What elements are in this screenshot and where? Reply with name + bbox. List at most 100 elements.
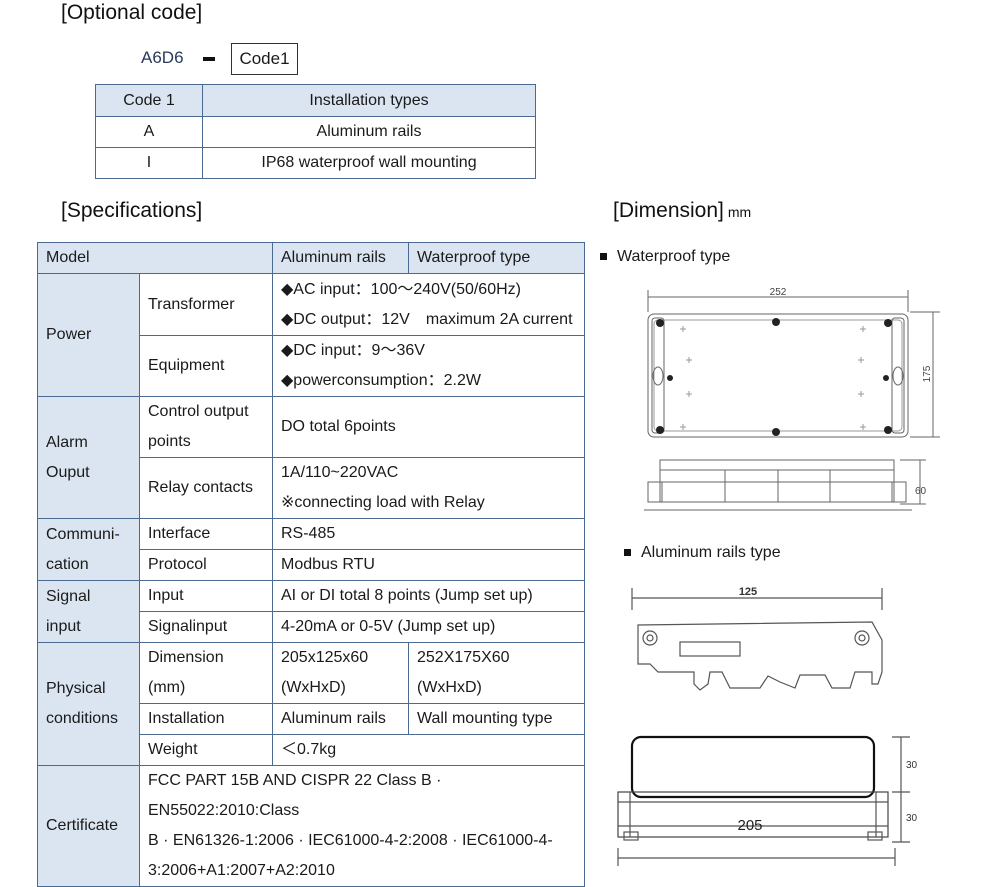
label-line: Alarm — [46, 433, 88, 451]
table-row: Relay contacts 1A/110~220VAC ※connecting… — [38, 457, 585, 519]
alarm-output-label: Alarm Ouput — [37, 396, 140, 519]
waterproof-depth-value: 60 — [915, 486, 927, 497]
code-dash — [203, 57, 215, 61]
physical-conditions-label: Physical conditions — [37, 642, 140, 766]
table-row: Signalinput 4-20mA or 0-5V (Jump set up) — [38, 611, 585, 643]
communication-label: Communi- cation — [37, 518, 140, 581]
certificate-value: FCC PART 15B AND CISPR 22 Class B · EN55… — [139, 765, 585, 887]
dimension-label: Dimension (mm) — [139, 642, 273, 704]
aluminum-depth-top-value: 30 — [906, 760, 918, 771]
spec-line: ◆DC output：12V maximum 2A current — [281, 310, 573, 328]
power-label: Power — [37, 273, 140, 397]
spec-line: 252X175X60 — [417, 649, 510, 666]
input-value: AI or DI total 8 points (Jump set up) — [272, 580, 585, 612]
transformer-label: Transformer — [139, 273, 273, 336]
label-line: points — [148, 433, 191, 450]
spec-line: 3:2006+A1:2007+A2:2010 — [148, 862, 335, 879]
table-row: Installation Aluminum rails Wall mountin… — [38, 703, 585, 735]
installation-types-table: Code 1 Installation types A Aluminum rai… — [95, 84, 536, 179]
code-prefix: A6D6 — [141, 48, 184, 67]
table-row: I IP68 waterproof wall mounting — [95, 147, 536, 179]
installation-waterproof-value: Wall mounting type — [408, 703, 585, 735]
table-row: Power Transformer ◆AC input：100～240V(50/… — [37, 273, 585, 397]
installation-aluminum-value: Aluminum rails — [272, 703, 409, 735]
certificate-label: Certificate — [37, 765, 140, 887]
table-row: Protocol Modbus RTU — [38, 549, 585, 581]
label-line: Signal — [46, 587, 91, 605]
aluminum-depth-bottom-value: 30 — [906, 813, 918, 824]
label-line: Ouput — [46, 463, 90, 481]
table-row: Alarm Ouput Control output points DO tot… — [37, 396, 585, 519]
table-cell: A — [95, 116, 203, 148]
protocol-value: Modbus RTU — [272, 549, 585, 581]
specifications-heading: [Specifications] — [61, 199, 203, 222]
bullet-square-icon — [600, 253, 607, 261]
spec-line: (WxHxD) — [417, 679, 482, 696]
control-output-value: DO total 6points — [272, 396, 585, 458]
dimension-heading: [Dimension]mm — [613, 199, 751, 223]
spec-line: ◆DC input：9～36V — [281, 342, 425, 359]
code-box: Code1 — [231, 43, 298, 75]
optional-code-heading: [Optional code] — [61, 1, 203, 24]
table-header-row: Code 1 Installation types — [95, 84, 536, 117]
interface-label: Interface — [139, 518, 273, 550]
label-line: Control output — [148, 403, 249, 420]
bullet-square-icon — [624, 549, 631, 557]
rail-profile — [637, 621, 883, 691]
relay-contacts-value: 1A/110~220VAC ※connecting load with Rela… — [272, 457, 585, 519]
aluminum-rails-type-text: Aluminum rails type — [641, 544, 781, 561]
waterproof-type-text: Waterproof type — [617, 248, 731, 265]
spec-line: (WxHxD) — [281, 679, 346, 696]
spec-line: ◆AC input：100～240V(50/60Hz) — [281, 280, 521, 298]
table-header-row: Model Aluminum rails Waterproof type — [37, 242, 585, 274]
label-line: conditions — [46, 710, 119, 727]
installation-label: Installation — [139, 703, 273, 735]
equipment-value: ◆DC input：9～36V ◆powerconsumption：2.2W — [272, 335, 585, 397]
label-line: Physical — [46, 680, 106, 697]
waterproof-height-value: 175 — [922, 365, 933, 382]
dimension-waterproof-value: 252X175X60 (WxHxD) — [408, 642, 585, 704]
dimension-unit: mm — [727, 204, 752, 220]
table-row: Communi- cation Interface RS-485 — [37, 518, 585, 581]
waterproof-type-label: Waterproof type — [600, 248, 730, 266]
label-line: Communi- — [46, 525, 120, 543]
column-header: Installation types — [202, 84, 536, 117]
spec-line: ◆powerconsumption：2.2W — [281, 372, 481, 389]
aluminum-width-value: 205 — [737, 817, 762, 834]
dimension-aluminum-value: 205x125x60 (WxHxD) — [272, 642, 409, 704]
waterproof-width-value: 252 — [770, 287, 787, 298]
enclosure-side-view — [659, 459, 895, 503]
table-row: Physical conditions Dimension (mm) 205x1… — [37, 642, 585, 766]
table-row: Certificate FCC PART 15B AND CISPR 22 Cl… — [37, 765, 585, 887]
label-line: input — [46, 617, 81, 635]
protocol-label: Protocol — [139, 549, 273, 581]
label-line: (mm) — [148, 679, 186, 696]
signalinput-label: Signalinput — [139, 611, 273, 643]
table-cell: I — [95, 147, 203, 179]
transformer-value: ◆AC input：100～240V(50/60Hz) ◆DC output：1… — [272, 273, 585, 336]
label-line: cation — [46, 555, 89, 573]
aluminum-rails-type-label: Aluminum rails type — [624, 544, 781, 562]
table-cell: IP68 waterproof wall mounting — [202, 147, 536, 179]
model-label: Model — [37, 242, 273, 274]
column-header-waterproof: Waterproof type — [408, 242, 585, 274]
relay-contacts-label: Relay contacts — [139, 457, 273, 519]
spec-line: FCC PART 15B AND CISPR 22 Class B · EN55… — [148, 772, 442, 819]
signalinput-value: 4-20mA or 0-5V (Jump set up) — [272, 611, 585, 643]
table-row: A Aluminum rails — [95, 116, 536, 148]
input-label: Input — [139, 580, 273, 612]
column-header-aluminum: Aluminum rails — [272, 242, 409, 274]
equipment-label: Equipment — [139, 335, 273, 397]
weight-label: Weight — [139, 734, 273, 766]
table-cell: Aluminum rails — [202, 116, 536, 148]
table-row: Signal input Input AI or DI total 8 poin… — [37, 580, 585, 643]
specifications-table: Model Aluminum rails Waterproof type Pow… — [37, 242, 585, 887]
column-header: Code 1 — [95, 84, 203, 117]
table-row: Equipment ◆DC input：9～36V ◆powerconsumpt… — [38, 335, 585, 397]
signal-input-label: Signal input — [37, 580, 140, 643]
label-line: Dimension — [148, 649, 224, 666]
spec-line: 205x125x60 — [281, 649, 369, 666]
spec-line: 1A/110~220VAC — [281, 464, 399, 481]
spec-line: ※connecting load with Relay — [281, 494, 485, 511]
dimension-heading-text: [Dimension] — [613, 199, 724, 222]
